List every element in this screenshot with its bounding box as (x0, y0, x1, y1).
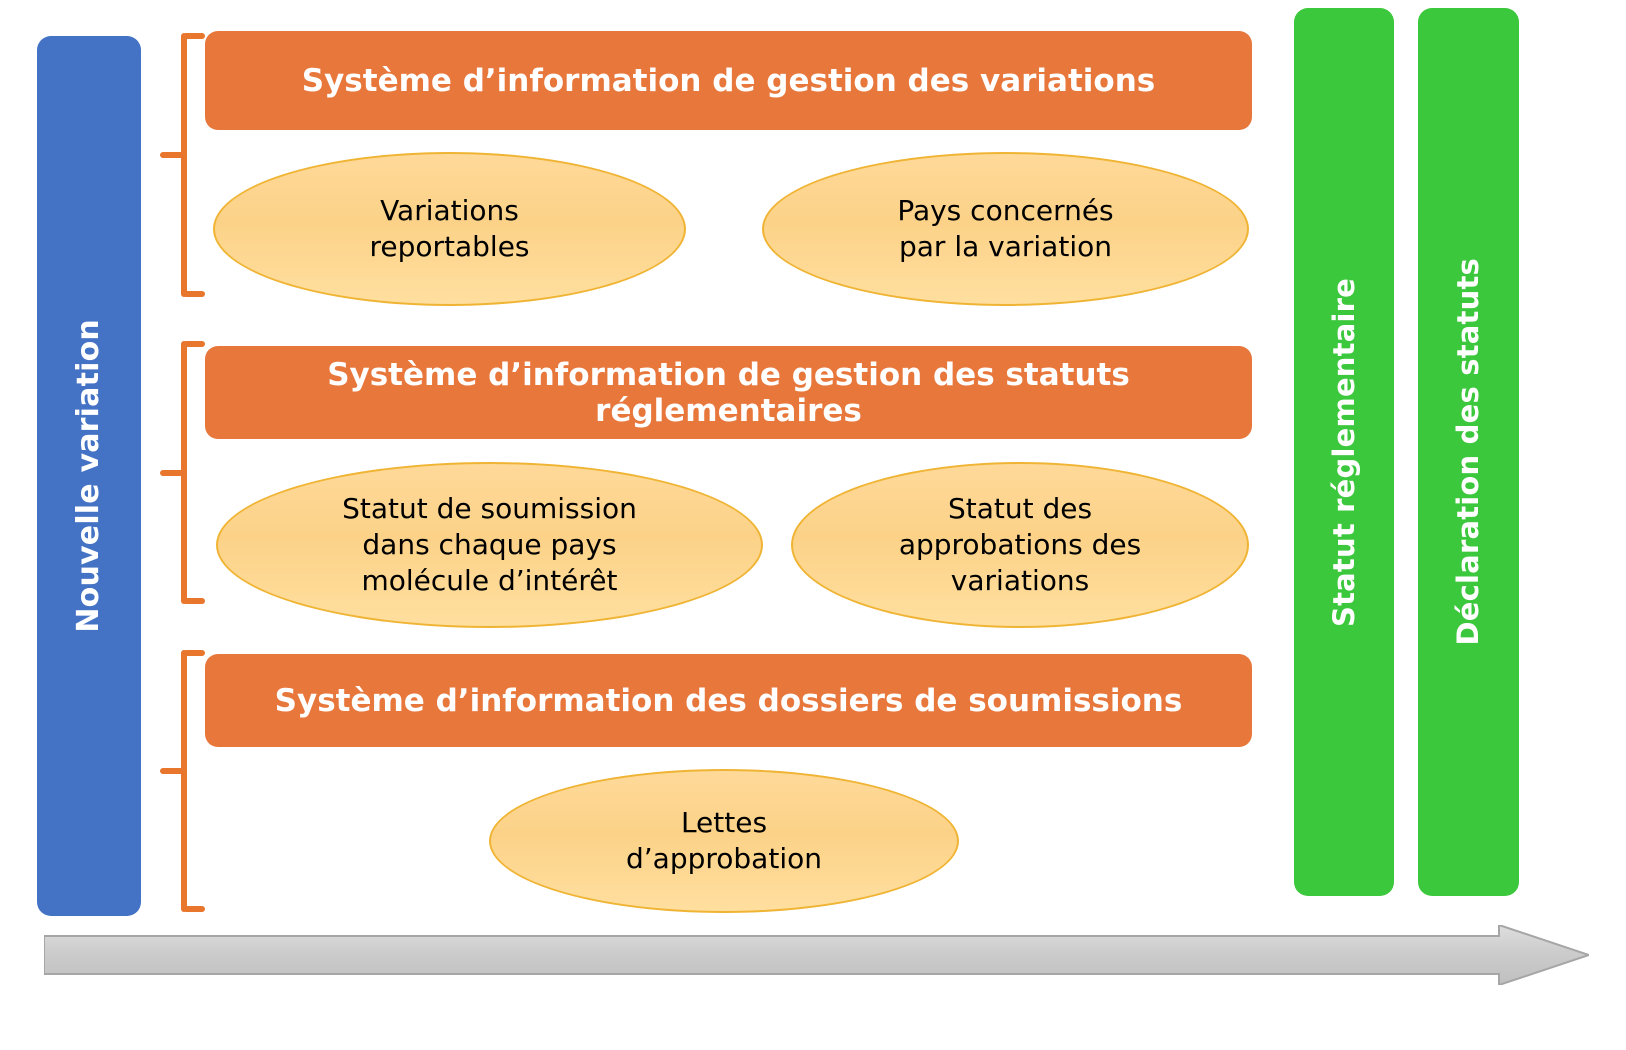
group-header-2: Système d’information de gestion des sta… (205, 346, 1252, 439)
node-label: Pays concernés par la variation (897, 194, 1114, 263)
bracket-tick-top (183, 341, 205, 347)
node-variations-reportables: Variations reportables (213, 152, 686, 306)
bracket-tick-middle (160, 152, 185, 158)
node-pays-concernes: Pays concernés par la variation (762, 152, 1249, 306)
bracket-tick-bottom (183, 598, 205, 604)
group-header-1: Système d’information de gestion des var… (205, 31, 1252, 130)
group-header-3-label: Système d’information des dossiers de so… (274, 682, 1183, 719)
right-axis-declaration-des-statuts: Déclaration des statuts (1418, 8, 1519, 896)
bracket-tick-bottom (183, 291, 205, 297)
flow-arrow-icon (44, 925, 1589, 985)
node-label: Statut de soumission dans chaque pays mo… (342, 492, 637, 597)
left-axis-label: Nouvelle variation (71, 319, 106, 633)
bracket-group-3 (160, 650, 205, 912)
bracket-tick-top (183, 650, 205, 656)
group-header-2-label: Système d’information de gestion des sta… (327, 356, 1130, 429)
bracket-tick-top (183, 33, 205, 39)
right-axis-statut-reglementaire: Statut réglementaire (1294, 8, 1394, 896)
node-statut-de-soumission: Statut de soumission dans chaque pays mo… (216, 462, 763, 628)
group-header-3: Système d’information des dossiers de so… (205, 654, 1252, 747)
flow-arrow-shape (44, 925, 1589, 985)
node-label: Variations reportables (369, 194, 530, 263)
bracket-tick-middle (160, 470, 185, 476)
right-axis-label-2: Déclaration des statuts (1451, 258, 1485, 646)
left-axis-nouvelle-variation: Nouvelle variation (37, 36, 141, 916)
node-lettes-dapprobation: Lettes d’approbation (489, 769, 959, 913)
bracket-tick-bottom (183, 906, 205, 912)
bracket-spine (181, 650, 187, 912)
bracket-group-1 (160, 33, 205, 297)
right-axis-label-1: Statut réglementaire (1326, 277, 1361, 627)
bracket-group-2 (160, 341, 205, 604)
node-label: Statut des approbations des variations (898, 492, 1142, 597)
node-statut-des-approbations: Statut des approbations des variations (791, 462, 1249, 628)
bracket-tick-middle (160, 768, 185, 774)
group-header-1-label: Système d’information de gestion des var… (301, 62, 1156, 99)
node-label: Lettes d’approbation (626, 806, 822, 875)
bracket-spine (181, 33, 187, 297)
